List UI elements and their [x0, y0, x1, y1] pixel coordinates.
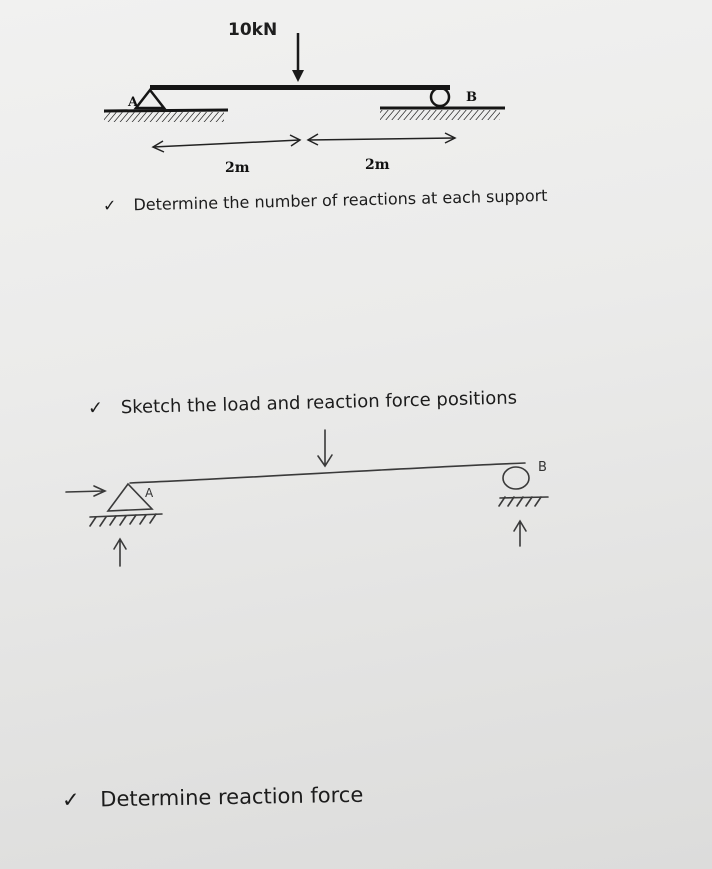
checkmark-icon: ✓ — [102, 195, 117, 215]
load-label: 10kN — [228, 20, 278, 40]
sketch-label-a: A — [145, 486, 154, 500]
pin-support-a — [103, 87, 229, 122]
sketch-beam — [129, 462, 526, 484]
beam — [150, 85, 450, 90]
hand-sketch — [65, 429, 549, 567]
support-b-label: B — [466, 90, 477, 105]
roller-support-b — [380, 86, 505, 120]
load-arrow — [292, 33, 304, 82]
sketch-roller-b — [502, 466, 530, 490]
sketch-pin-a — [106, 482, 154, 512]
span-left-label: 2m — [225, 160, 250, 176]
sketch-reaction-arrow-a — [113, 537, 127, 567]
checkmark-icon: ✓ — [61, 787, 80, 812]
support-a-label: A — [128, 95, 139, 110]
span-right-label: 2m — [365, 157, 390, 173]
sketch-load-arrow — [317, 429, 333, 468]
checkmark-icon: ✓ — [87, 397, 104, 419]
sketch-reaction-arrow-b — [513, 519, 527, 547]
question-3-text: Determine reaction force — [100, 782, 364, 812]
sketch-horizontal-reaction-arrow — [65, 485, 107, 497]
dimension-arrows — [151, 132, 457, 153]
sketch-label-b: B — [538, 460, 547, 475]
